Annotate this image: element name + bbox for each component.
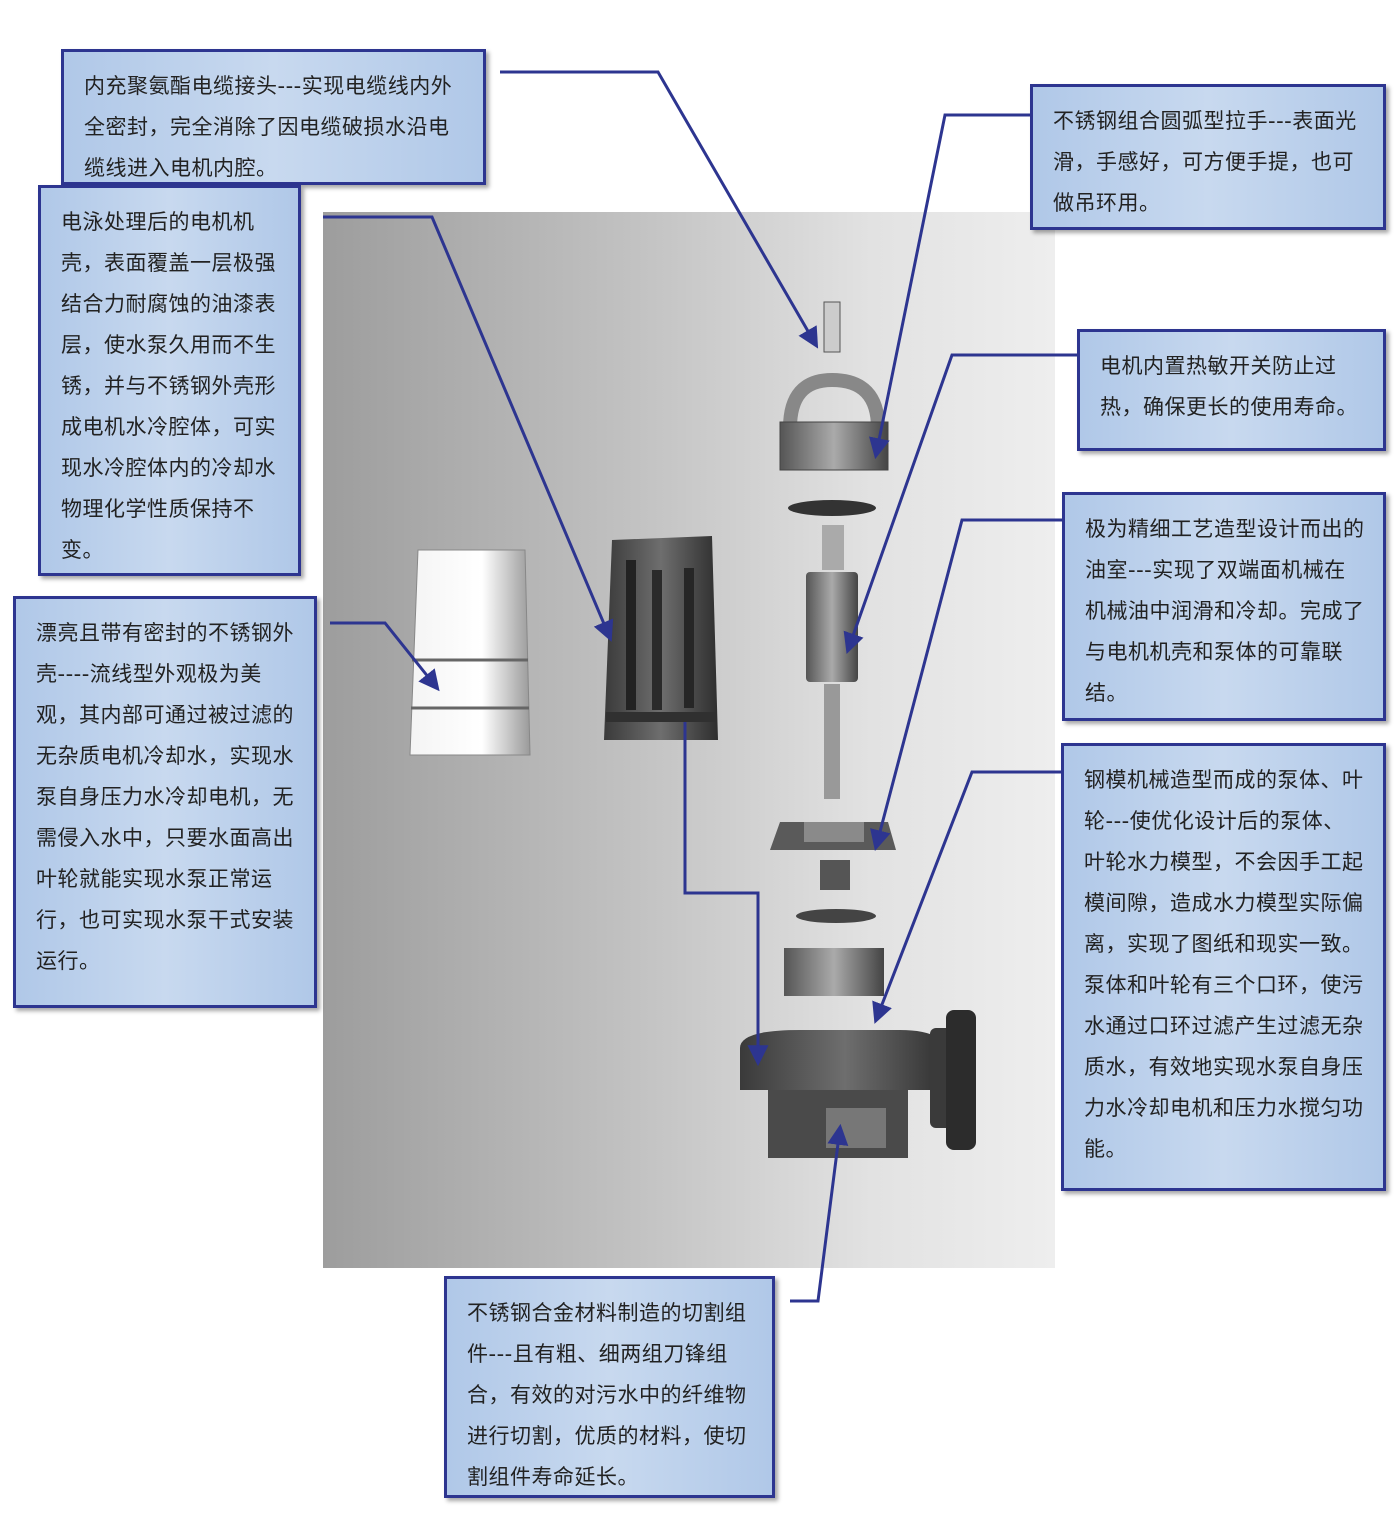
callout-oil-chamber: 极为精细工艺造型设计而出的油室---实现了双端面机械在机械油中润滑和冷却。完成了…: [1062, 492, 1386, 721]
leader-motor-casing: [323, 215, 614, 642]
callout-cable-joint: 内充聚氨酯电缆接头---实现电缆线内外全密封，完全消除了因电缆破损水沿电缆线进入…: [61, 49, 486, 185]
leader-stainless-shell: [330, 621, 440, 692]
callout-thermal-switch: 电机内置热敏开关防止过热，确保更长的使用寿命。: [1077, 329, 1386, 451]
leader-motor-to-pump: [683, 722, 769, 1067]
pump-body-part: [740, 1010, 976, 1158]
callout-pump-body: 钢模机械造型而成的泵体、叶轮---使优化设计后的泵体、叶轮水力模型，不会因手工起…: [1061, 743, 1386, 1191]
leader-cutter: [790, 1123, 849, 1303]
callout-cutter: 不锈钢合金材料制造的切割组件---且有粗、细两组刀锋组合，有效的对污水中的纤维物…: [444, 1276, 775, 1498]
callout-handle: 不锈钢组合圆弧型拉手---表面光滑，手感好，可方便手提，也可做吊环用。: [1030, 84, 1386, 230]
leader-oil-chamber: [870, 518, 1062, 852]
leader-thermal-switch: [843, 353, 1077, 654]
stainless-shell-part: [409, 549, 531, 756]
callout-motor-casing: 电泳处理后的电机机壳，表面覆盖一层极强结合力耐腐蚀的油漆表层，使水泵久用而不生锈…: [38, 185, 301, 576]
leader-cable-joint: [500, 70, 819, 349]
oil-chamber-part: [770, 822, 896, 996]
handle-part: [779, 301, 889, 471]
leader-handle: [869, 113, 1030, 460]
motor-casing-part: [604, 536, 718, 740]
leader-pump-body: [872, 770, 1061, 1024]
leader-lines: [323, 70, 1077, 1303]
rotor-part: [788, 500, 876, 799]
callout-stainless-shell: 漂亮且带有密封的不锈钢外壳----流线型外观极为美观，其内部可通过被过滤的无杂质…: [13, 596, 317, 1008]
